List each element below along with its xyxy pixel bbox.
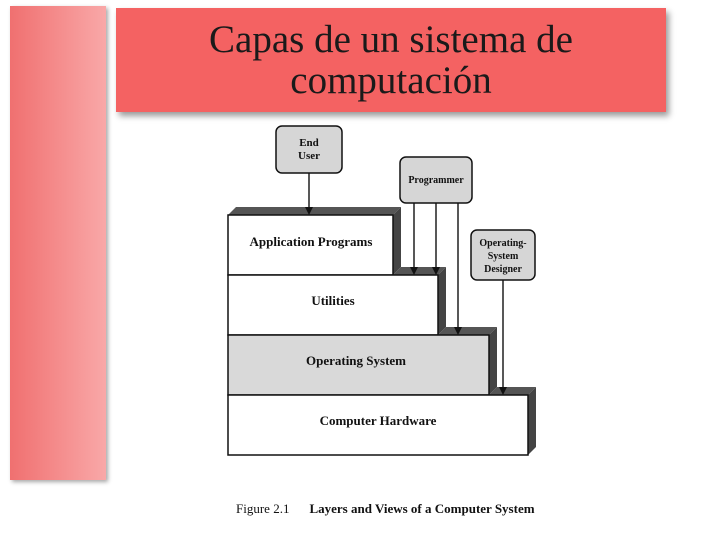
layer-computer-hardware [227, 394, 529, 456]
view-arrows [305, 173, 507, 395]
layer-depth-shading [228, 207, 536, 455]
os-designer-label-line1: Operating- [479, 238, 526, 249]
layer-label-operating-system: Operating System [306, 353, 406, 368]
layer-operating-system [227, 334, 490, 396]
figure-caption: Figure 2.1 Layers and Views of a Computer… [236, 501, 535, 517]
layer-application-programs [227, 214, 394, 276]
os-designer-label-line3: Designer [484, 264, 522, 275]
layer-label-computer-hardware: Computer Hardware [320, 413, 437, 428]
slide-title: Capas de un sistema de computación [209, 18, 573, 102]
end-user-label-line2: User [298, 150, 320, 162]
layer-label-application-programs: Application Programs [250, 234, 373, 249]
title-banner: Capas de un sistema de computación [116, 8, 666, 112]
layer-utilities [227, 274, 439, 336]
end-user-label-line1: End [299, 137, 319, 149]
figure-number: Figure 2.1 [236, 501, 290, 516]
programmer-label: Programmer [408, 175, 464, 186]
layer-label-utilities: Utilities [311, 293, 354, 308]
figure-caption-text: Layers and Views of a Computer System [309, 501, 535, 516]
decorative-side-strip [10, 6, 106, 480]
os-designer-label-line2: System [488, 251, 519, 262]
